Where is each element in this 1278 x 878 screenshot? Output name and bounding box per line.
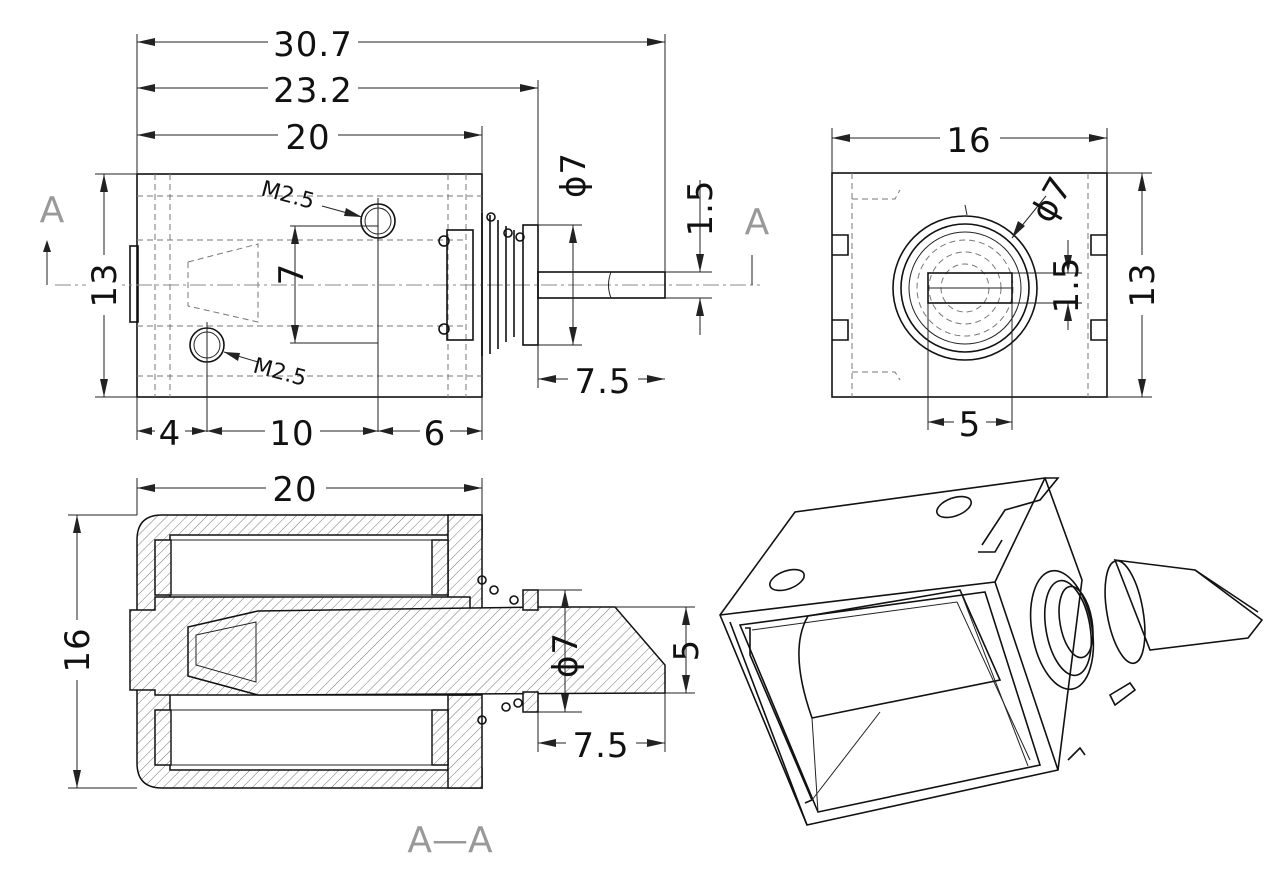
isometric-view xyxy=(719,477,1264,826)
plunger-shaft xyxy=(537,271,666,299)
dim-overall-length: 30.7 xyxy=(273,25,353,65)
dim-hole-spacing: 7 xyxy=(272,263,312,286)
section-dim-plunger-diameter: ϕ7 xyxy=(546,632,586,678)
front-view-dimensions: 30.7 23.2 20 13 7 ϕ7 xyxy=(40,24,770,454)
spring xyxy=(481,212,525,356)
side-coil-outer xyxy=(892,215,1038,361)
section-label: A—A xyxy=(407,820,493,861)
dim-stroke: 7.5 xyxy=(574,362,631,402)
section-frame xyxy=(136,514,483,789)
side-dim-plunger-diameter: ϕ7 xyxy=(1023,170,1081,230)
section-mark-left: A xyxy=(40,190,65,231)
dim-height: 13 xyxy=(85,262,125,307)
side-body-outline xyxy=(831,172,1108,398)
section-dim-height: 16 xyxy=(58,627,98,672)
side-dim-flat-width: 5 xyxy=(959,405,982,445)
dim-hole-pos-1: 4 xyxy=(159,414,182,454)
section-mark-right: A xyxy=(745,202,770,243)
section-view xyxy=(129,514,666,789)
section-dim-stroke: 7.5 xyxy=(572,726,629,766)
side-dim-height: 13 xyxy=(1123,262,1163,307)
section-view-dimensions: 20 16 ϕ7 5 7.5 A—A xyxy=(58,470,707,861)
dim-plunger-diameter: ϕ7 xyxy=(554,152,594,198)
front-view xyxy=(55,173,760,432)
section-plunger xyxy=(187,606,666,696)
side-dim-width: 16 xyxy=(946,121,991,161)
iso-plunger-tip xyxy=(1113,559,1264,651)
dim-hole-pos-3: 6 xyxy=(424,414,447,454)
thread-callout-top: M2.5 xyxy=(258,177,317,215)
dim-hole-pos-2: 10 xyxy=(269,414,314,454)
section-dim-body-length: 20 xyxy=(272,470,317,510)
section-dim-tip-width: 5 xyxy=(667,639,707,662)
dim-body-plunger-length: 23.2 xyxy=(273,71,353,111)
dim-body-length: 20 xyxy=(285,118,330,158)
side-dim-flat-offset: 1.5 xyxy=(1047,256,1087,313)
side-view xyxy=(831,172,1108,398)
dim-pin-offset: 1.5 xyxy=(681,179,721,236)
thread-callout-bottom: M2.5 xyxy=(250,354,309,392)
